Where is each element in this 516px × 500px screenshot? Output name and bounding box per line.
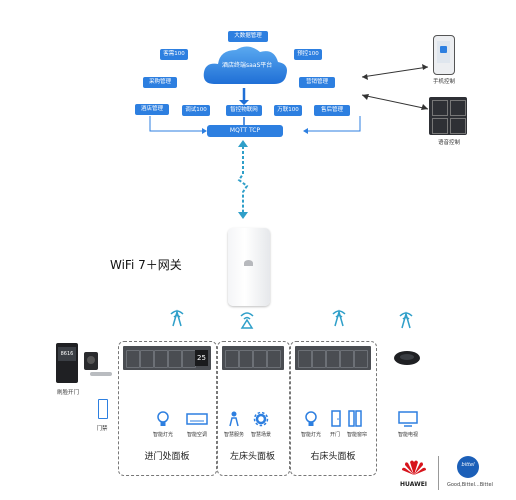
entrance-panel-box (118, 341, 217, 476)
left-bed-item-service: 智慧服务 (223, 432, 244, 438)
right-bed-item-door: 开门 (329, 432, 340, 438)
huawei-logo-icon (244, 260, 253, 266)
pill-wanlian: 万联100 (274, 105, 302, 116)
face-lock-screen: 8616 (58, 347, 76, 361)
voice-panel-device (429, 97, 467, 135)
handle-bar (90, 372, 112, 376)
right-bed-panel-title: 右床头面板 (310, 452, 356, 462)
entrance-switch: 25 (123, 346, 211, 370)
pill-marketing: 营销管理 (299, 77, 335, 88)
huawei-wordmark: HUAWEI (400, 481, 428, 488)
wifi-signal-icon (240, 312, 254, 329)
entrance-item-ac: 智能空调 (186, 432, 207, 438)
connector-lines (149, 116, 361, 134)
right-bed-item-light: 智能灯光 (300, 432, 321, 438)
gateway-title: WiFi 7＋网关 (110, 258, 182, 272)
phone-device (433, 35, 455, 75)
left-bed-switch (222, 346, 284, 370)
wireless-link-icon (237, 140, 249, 219)
gear-icon (253, 411, 269, 427)
left-bed-panel-box (217, 341, 290, 476)
phone-caption: 手机控制 (432, 79, 455, 85)
right-bed-item-curtain: 智能窗帘 (346, 432, 367, 438)
pill-debug: 调试100 (182, 105, 210, 116)
wifi-signal-icon (332, 309, 346, 327)
left-bed-panel-title: 左床头面板 (229, 452, 275, 462)
right-bed-panel-box (290, 341, 377, 476)
voice-panel-caption: 语音控制 (437, 140, 460, 146)
pill-customer-demand: 客需100 (160, 49, 188, 60)
huawei-logo-icon (402, 460, 426, 475)
entrance-item-light: 智能灯光 (152, 432, 173, 438)
bittel-slogan: Good,Bittel...Bittel (447, 482, 493, 488)
wifi-signal-icon (399, 311, 413, 329)
cloud-icon (203, 46, 287, 84)
right-bed-switch (295, 346, 371, 370)
mqtt-tcp-bar: MQTT TCP (207, 125, 283, 137)
phone-app-icon (440, 46, 447, 53)
face-lock-device: 8616 (56, 343, 78, 383)
door-sensor-icon (98, 399, 108, 419)
bidirectional-arrows (361, 64, 429, 110)
pill-purchasing: 采购管理 (143, 77, 177, 88)
cloud-title: 酒店终端saaS平台 (222, 62, 273, 69)
light-bulb-icon (305, 411, 317, 426)
cloud-platform (200, 40, 290, 92)
gateway-device (228, 228, 270, 306)
wifi-signal-icon (170, 309, 184, 327)
pill-prediction: 预控100 (294, 49, 322, 60)
door-icon (331, 410, 341, 427)
bittel-logo-text: bittel (461, 462, 475, 468)
pill-hotel-mgmt: 酒店管理 (135, 104, 169, 115)
pill-iot: 智控物联网 (226, 105, 262, 116)
service-bell-icon (229, 411, 239, 427)
brand-divider (438, 456, 439, 490)
face-lock-caption: 刷脸开门 (56, 390, 79, 396)
air-conditioner-icon (186, 413, 208, 425)
light-bulb-icon (157, 411, 169, 426)
curtain-icon (348, 410, 362, 427)
left-bed-item-scene: 智慧场景 (250, 432, 271, 438)
bittel-logo: bittel (457, 456, 479, 478)
entrance-panel-title: 进门处面板 (144, 452, 190, 462)
door-handle (84, 352, 98, 370)
smart-speaker-device (394, 351, 420, 365)
thermostat-display: 25 (195, 350, 208, 366)
door-sensor-caption: 门禁 (96, 426, 108, 432)
tv-icon (398, 411, 418, 427)
pill-after-sales: 售后管理 (314, 105, 350, 116)
pill-big-data: 大数据管理 (228, 31, 268, 42)
tv-caption: 智能电视 (397, 432, 418, 438)
